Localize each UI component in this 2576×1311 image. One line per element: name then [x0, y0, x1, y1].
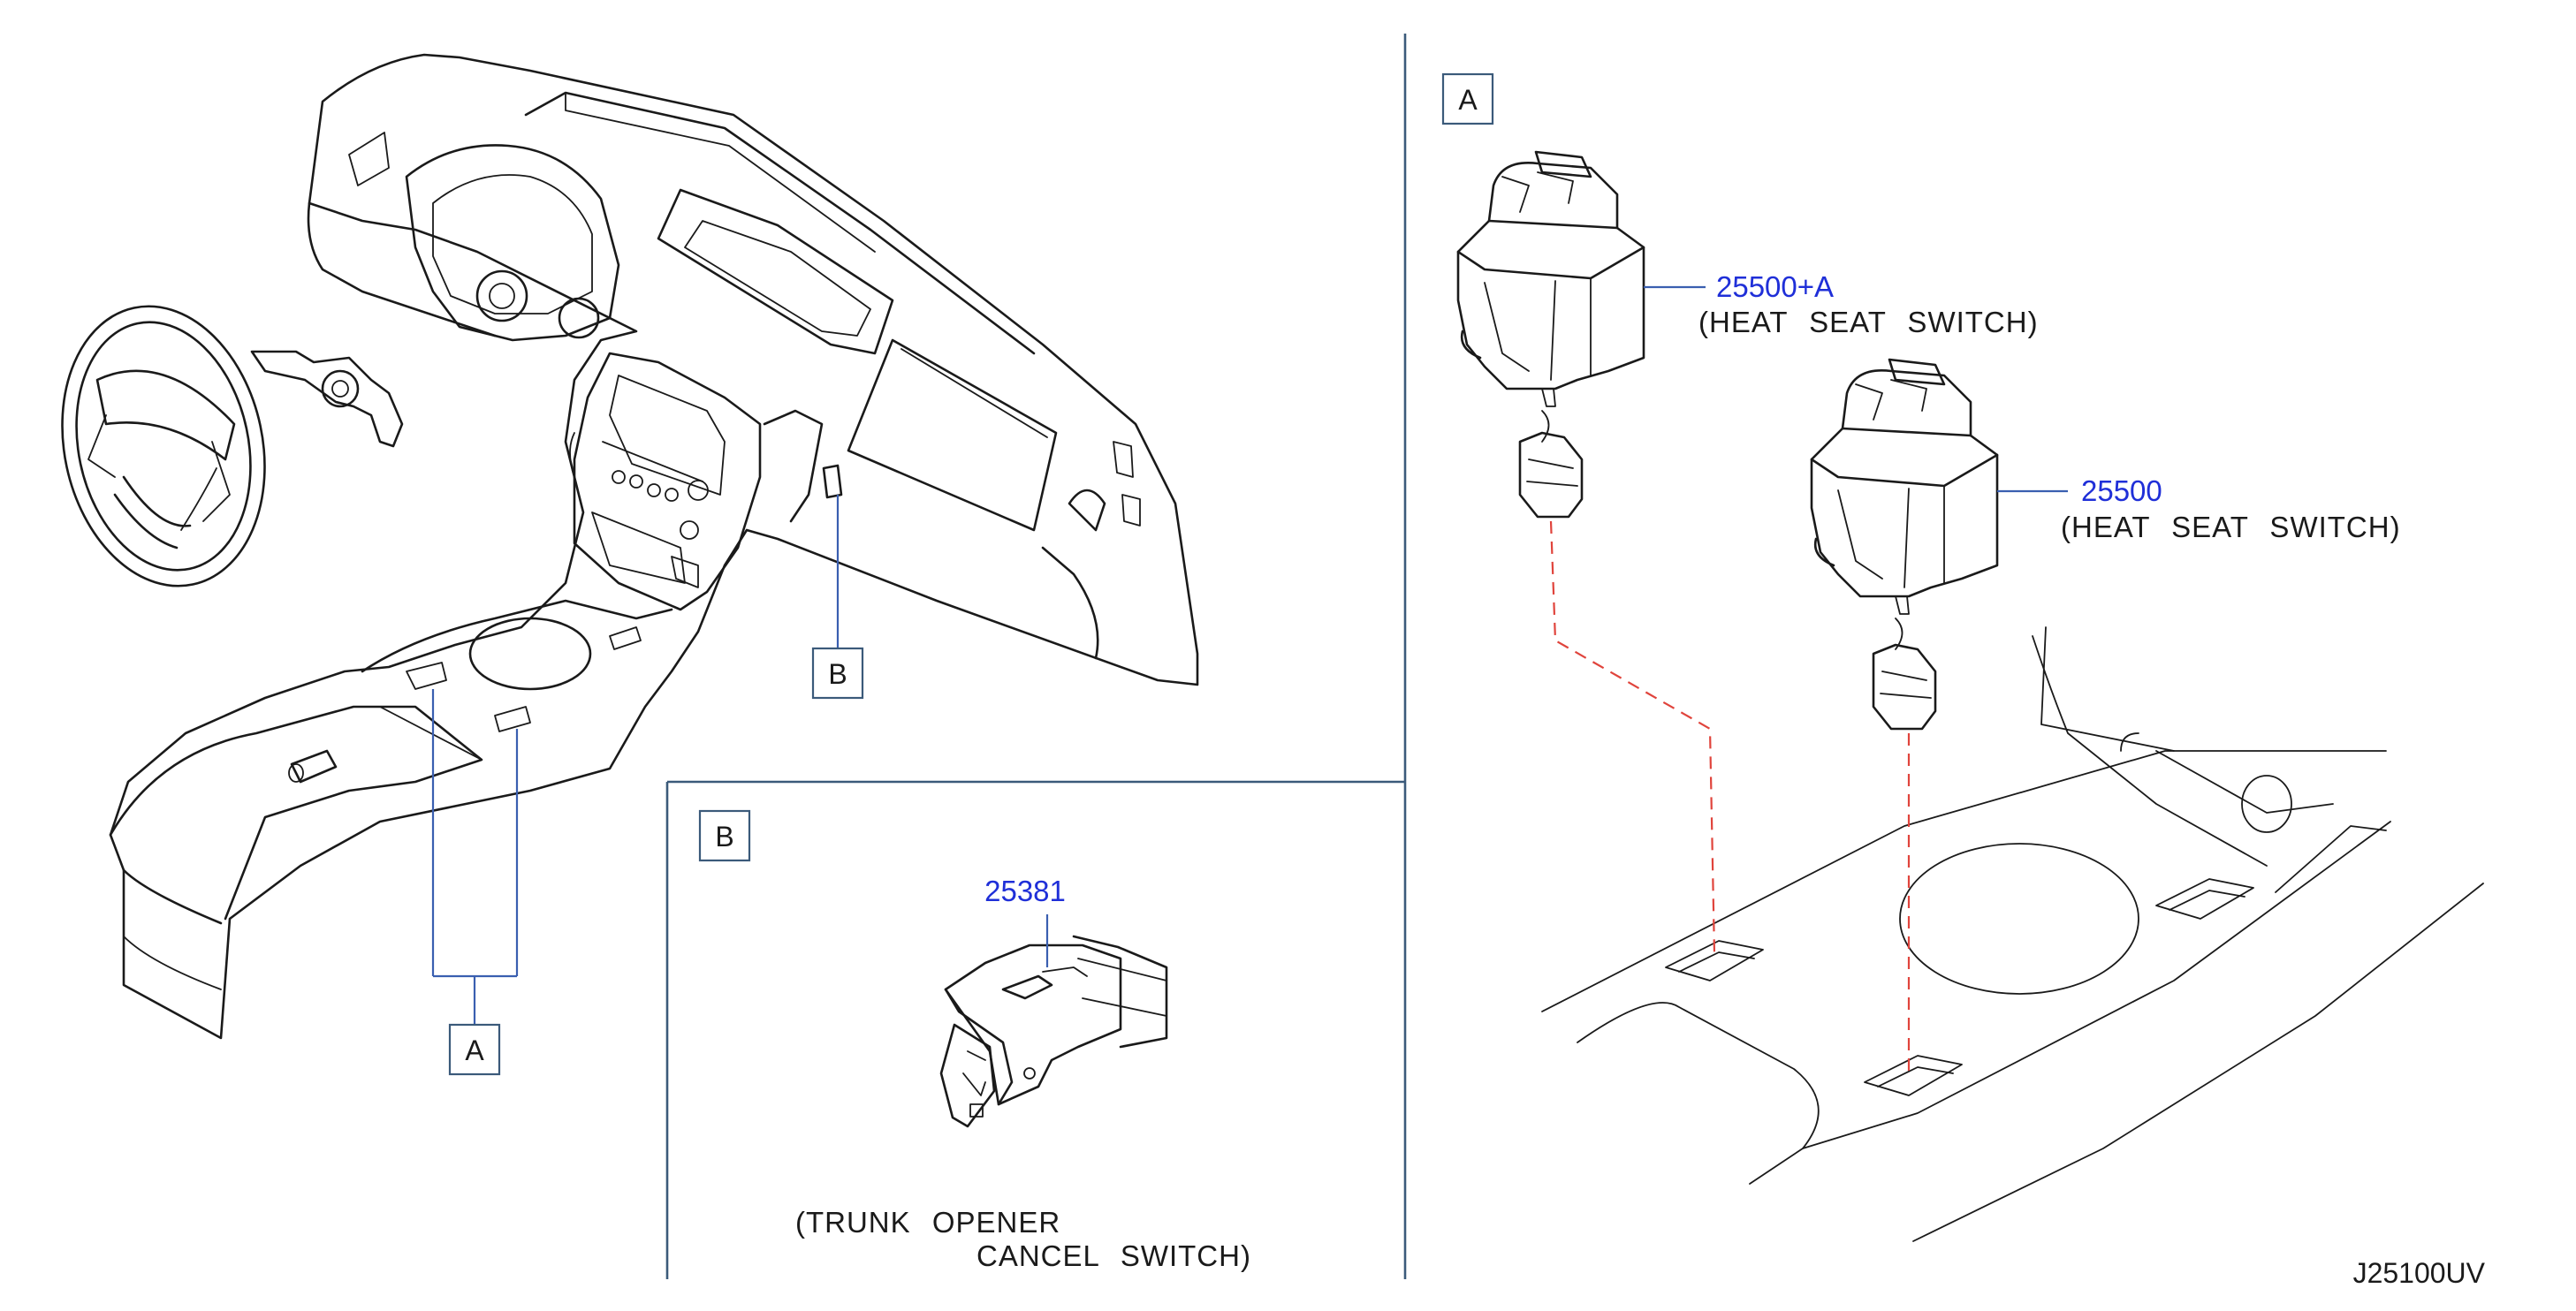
- part-description-25500a: (HEAT SEAT SWITCH): [1698, 306, 2039, 338]
- part-description-25381-line1: (TRUNK OPENER: [795, 1206, 1060, 1239]
- diagram-code: J25100UV: [2353, 1257, 2486, 1289]
- callout-box-label: A: [465, 1034, 484, 1066]
- combination-switch: [250, 350, 404, 448]
- callout-box-label: B: [828, 658, 847, 690]
- install-leader-25500a: [1549, 520, 1716, 955]
- part-number-25381: 25381: [984, 875, 1066, 907]
- section-b-box: [698, 809, 751, 862]
- console-floor-drawing: [1541, 626, 2484, 1242]
- section-frames: [665, 34, 1407, 1279]
- part-number-25500a: 25500+A: [1716, 270, 1834, 303]
- heat-seat-switch-25500a-drawing: [1456, 150, 1645, 519]
- overview-callout-b: B: [811, 495, 864, 700]
- trunk-opener-cancel-switch-drawing: [939, 935, 1168, 1128]
- part-number-25500: 25500: [2081, 474, 2162, 507]
- section-b-label: B: [715, 821, 733, 853]
- section-a-box: [1441, 72, 1494, 125]
- section-a: A: [1441, 72, 2484, 1242]
- section-b: B 25381 (TRUNK OPENER CANCEL SWITCH): [698, 809, 1251, 1272]
- heat-seat-switch-25500-drawing: [1810, 358, 1999, 731]
- part-description-25500: (HEAT SEAT SWITCH): [2061, 511, 2401, 543]
- trunk-switch-location-marker: [822, 464, 843, 499]
- dashboard-body: [109, 53, 1199, 1040]
- part-description-25381-line2: CANCEL SWITCH): [976, 1239, 1251, 1272]
- steering-wheel: [61, 305, 266, 587]
- section-a-label: A: [1458, 84, 1478, 116]
- overview-callout-a: A: [431, 689, 519, 1076]
- dashboard-overview-illustration: B A: [61, 53, 1199, 1076]
